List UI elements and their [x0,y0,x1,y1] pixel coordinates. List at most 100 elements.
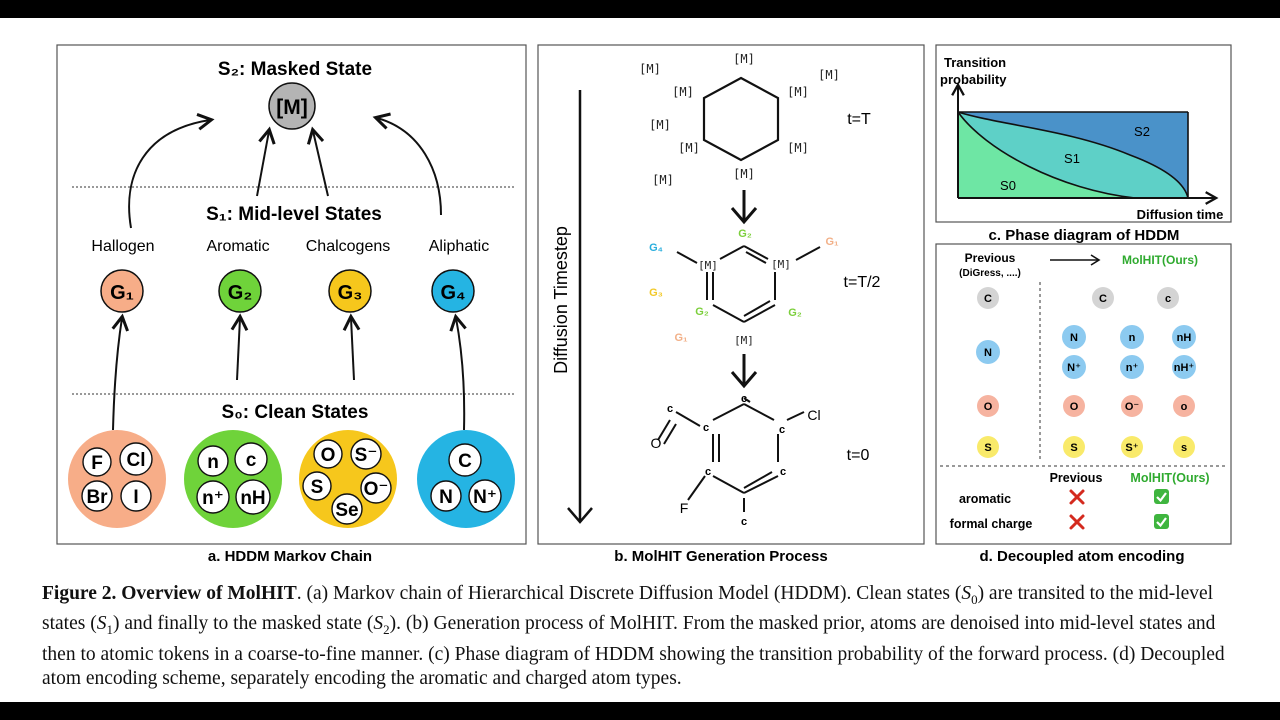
final-molecule [657,397,805,512]
region-label-s1: S1 [1064,151,1080,166]
y-axis-label-2: probability [940,72,1007,87]
mask-token: [M] [652,173,674,187]
mask-node-label: [M] [276,96,307,119]
caption-symbol: S [961,583,972,604]
cross-icon [1069,489,1085,505]
atom-token-c [1092,287,1114,309]
arrow-clean2-to-g2 [237,318,240,381]
boundary-s1-s2 [957,111,1189,199]
caption-text: ). (b) Generation process of MolHIT. Fro… [42,613,1225,690]
bottom-black-bar [0,702,1280,720]
g1-token: G₁ [825,236,839,248]
atom-node [120,480,152,512]
atom-label: Cl [127,450,146,471]
group-label-aromatic: Aromatic [206,238,269,255]
panel-a-caption: a. HDDM Markov Chain [208,548,372,565]
mask-token: [M] [787,85,809,99]
prev-title: Previous [965,251,1016,265]
atom-node [468,479,502,513]
atom-label: S [311,477,324,498]
atom-node [197,445,229,477]
atom-node [235,479,271,515]
mask-token: [M] [639,62,661,76]
atom-label: N [439,487,453,508]
atom-label: Br [86,487,108,508]
x-axis-label: Diffusion time [1137,207,1224,222]
caption-symbol: S [96,613,107,635]
group-label-hallogen: Hallogen [91,238,154,255]
panel-a-frame [56,44,527,545]
atom-c: c [705,466,711,478]
atom-token-n [976,340,1000,364]
atom-label: C [458,451,472,472]
g2-token: G₂ [695,306,709,318]
caption-subscript: 1 [106,622,113,638]
atom-token-label: S⁺ [1125,442,1138,454]
panel-a: S₂: Masked State [M] S₁: Mid-level State… [56,44,527,545]
atom-label: S⁻ [355,445,378,466]
panel-b-frame [537,44,925,545]
cross-icon [1069,514,1085,530]
atom-node [360,472,392,504]
panel-d-caption: d. Decoupled atom encoding [979,548,1184,565]
arrow-clean1-to-g1 [113,318,122,431]
atom-token-c-aromatic [1157,287,1179,309]
atom-token-label: c [1165,293,1171,305]
mask-token: [M] [787,141,809,155]
top-black-bar [0,0,1280,18]
group-badge-g2 [218,269,262,313]
clean-states-title: S₀: Clean States [222,402,369,423]
mid-level-title: S₁: Mid-level States [206,204,382,225]
atom-label: F [91,453,103,474]
atom-token-nh [1172,325,1196,349]
atom-token-o-minus [1121,395,1143,417]
time-label-T2: t=T/2 [844,274,881,291]
clean-blob-aromatic [184,430,282,528]
g4-token: G₄ [649,242,663,254]
atom-node [196,480,230,514]
mid-level-molecule [676,245,821,323]
atom-o: O [651,435,662,451]
mask-token: [M] [672,85,694,99]
feature-aromatic: aromatic [959,492,1011,506]
step-arrow-2-head [730,371,758,389]
atom-token-n [1062,325,1086,349]
atom-label: n⁺ [202,488,224,509]
mask-token: [M] [649,118,671,132]
masked-molecule-ring [702,76,780,162]
atom-token-label: n [1129,332,1136,344]
atom-label: n [207,452,219,473]
group-badge-g3 [328,269,372,313]
mask-token: [M] [818,68,840,82]
group-label-chalcogens: Chalcogens [306,238,391,255]
caption-subscript: 0 [971,591,978,607]
atom-token-nh-plus [1172,355,1196,379]
panel-c-frame [935,44,1232,223]
atom-token-label: s [1181,442,1187,454]
prev-to-ours-arrowhead [1090,254,1101,266]
panel-c: Transition probability Diffusion time S2… [935,44,1232,223]
atom-token-label: C [1099,293,1107,305]
atom-c: c [703,422,709,434]
arrow-g4-to-mask [377,118,442,216]
atom-token-label: n⁺ [1126,362,1139,374]
atom-node [119,442,153,476]
group-badge-g1 [100,269,144,313]
phase-region-s0 [958,112,1135,198]
y-axis-label-1: Transition [944,55,1006,70]
atom-token-label: nH⁺ [1174,362,1195,374]
atom-token-label: O [984,401,993,413]
atom-token-label: N [1070,332,1078,344]
atom-node [331,493,363,525]
caption-text: . (a) Markov chain of Hierarchical Discr… [296,583,962,604]
arrow-clean3-to-g3 [351,318,354,381]
table-head-previous: Previous [1050,471,1103,485]
time-label-T: t=T [847,111,871,128]
atom-node [81,480,113,512]
atom-node [350,438,382,470]
atom-node [430,480,462,512]
mask-token: [M] [678,141,700,155]
panel-c-caption: c. Phase diagram of HDDM [989,227,1180,244]
atom-node [234,442,268,476]
atom-token-s-aromatic [1173,436,1195,458]
